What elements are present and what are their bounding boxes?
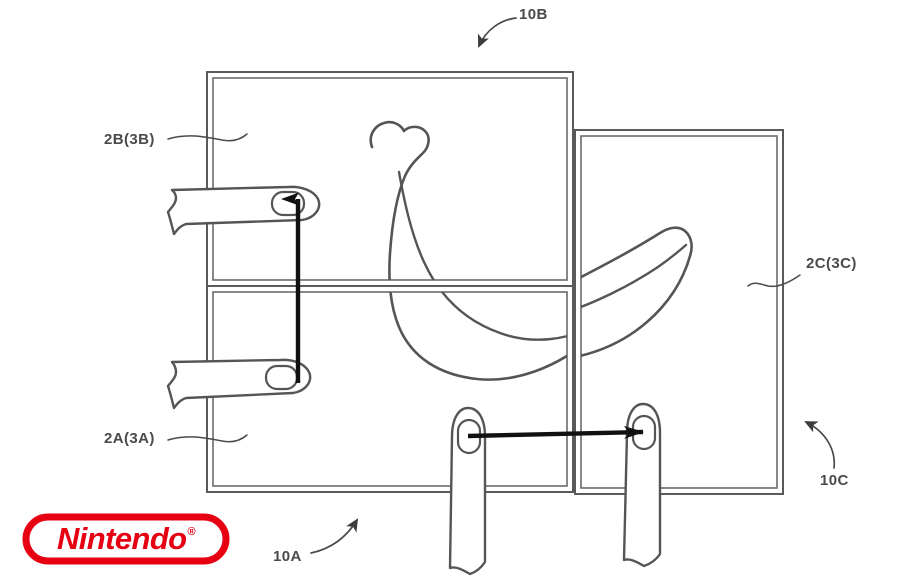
banana-outline-right [581, 226, 693, 357]
nintendo-wordmark-text: Nintendo [56, 521, 187, 556]
nintendo-logo-border [22, 513, 230, 565]
reference-label-2c3c: 2C(3C) [806, 255, 857, 272]
leader-line-10b [477, 17, 517, 48]
reference-label-10a: 10A [273, 548, 302, 565]
registered-trademark-icon: ® [187, 526, 196, 538]
panel-10c-screen [580, 135, 778, 489]
banana-outline-upper [369, 120, 430, 280]
gesture-arrow-horizontal-drag [467, 425, 644, 439]
banana-ridge-right [581, 243, 688, 309]
leader-line-2a3a [167, 434, 248, 443]
nintendo-logo-racetrack [22, 513, 230, 565]
reference-label-2a3a: 2A(3A) [104, 430, 155, 447]
vertical-finger-right [622, 402, 662, 568]
nintendo-wordmark: Nintendo® [22, 513, 230, 565]
vertical-finger-left [448, 406, 487, 576]
leader-line-10a [310, 518, 359, 554]
banana-segment-panel-c [581, 226, 693, 357]
leader-line-2b3b [167, 133, 248, 142]
banana-segment-panel-b [369, 120, 436, 280]
banana-segment-panel-a [389, 292, 567, 381]
leader-line-2c3c [747, 274, 801, 288]
horizontal-finger-lower [166, 358, 312, 410]
leader-line-10c [804, 421, 836, 469]
banana-ridge-lower [440, 292, 567, 341]
horizontal-finger-lower-nail [264, 364, 299, 391]
reference-label-10c: 10C [820, 472, 849, 489]
banana-outline-lower [389, 292, 567, 381]
display-panel-10c[interactable] [574, 129, 784, 495]
nintendo-logo: Nintendo® [22, 513, 230, 565]
reference-label-10b: 10B [519, 6, 548, 23]
banana-ridge-upper [397, 170, 436, 280]
reference-label-2b3b: 2B(3B) [104, 131, 155, 148]
